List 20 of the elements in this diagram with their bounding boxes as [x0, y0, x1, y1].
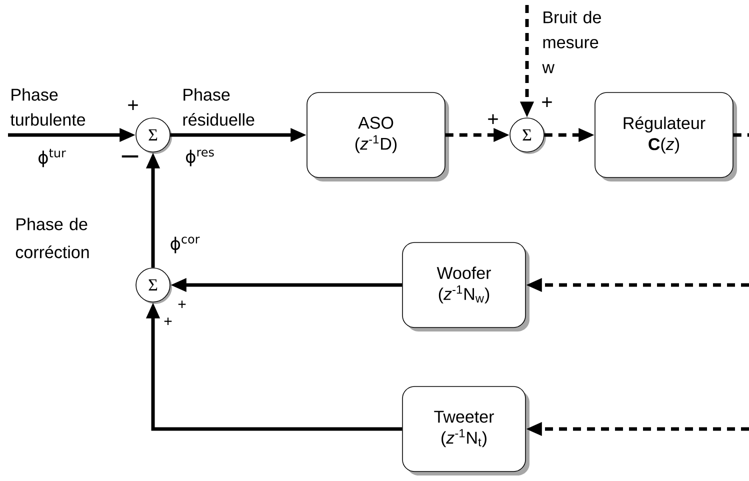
sign-label: + [178, 300, 186, 308]
sum-junction: Σ [136, 118, 172, 154]
sign-label: − [122, 155, 138, 158]
edge-label: Phase résiduelle [183, 88, 254, 126]
annotation: Phase de corréction [16, 218, 89, 258]
process-box: ASO (z$^{-1}$D) [306, 92, 449, 182]
sign-label: + [164, 318, 172, 325]
sign-label: + [542, 97, 552, 107]
sign-label: + [488, 114, 498, 124]
edge-label: Bruit de mesure w [542, 10, 601, 74]
sum-junction: Σ [136, 268, 172, 304]
sign-label: + [128, 100, 138, 110]
process-box: Woofer (z$^{-1}$N$_{w}$) [402, 242, 530, 332]
edge-label: Phase turbulente [10, 88, 86, 126]
signal-label: ϕ$^{cor}$ [170, 236, 200, 254]
signal-label: ϕ$^{res}$ [186, 150, 214, 166]
sum-junction: Σ [510, 118, 546, 154]
process-box: Régulateur C(z) [594, 92, 737, 182]
process-box: Tweeter (z$^{-1}$N$_{t}$) [402, 386, 530, 476]
signal-label: ϕ$^{tur}$ [38, 148, 66, 168]
